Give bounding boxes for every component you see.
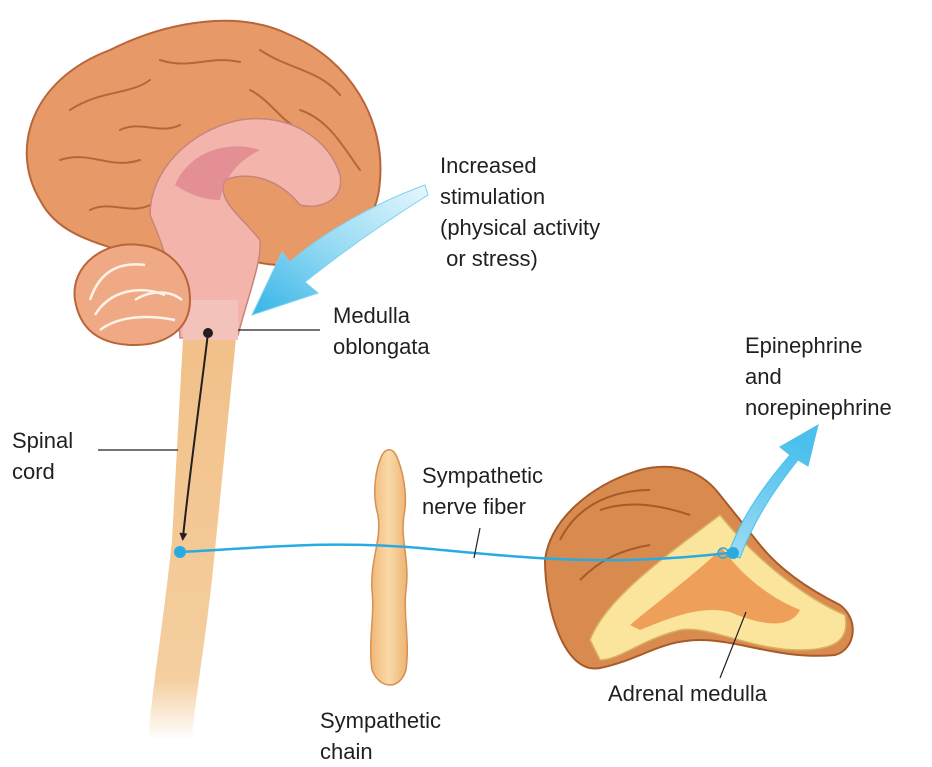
sympathetic-chain-shape: [371, 450, 408, 685]
adrenal-gland: [545, 467, 853, 669]
medulla-label-line: Medulla: [333, 300, 430, 331]
stimulus-label-line: Increased: [440, 150, 600, 181]
hormone-release-arrow: [728, 425, 818, 558]
stimulus-label-line: or stress): [440, 243, 600, 274]
hormones-label-line: norepinephrine: [745, 392, 892, 423]
stimulus-label: Increased stimulation (physical activity…: [440, 150, 600, 274]
chain-label-line: chain: [320, 736, 441, 767]
fiber-label-line: Sympathetic: [422, 460, 543, 491]
spinal-cord-label-line: Spinal: [12, 425, 73, 456]
sympathetic-fiber-label: Sympathetic nerve fiber: [422, 460, 543, 522]
medulla-oblongata-label: Medulla oblongata: [333, 300, 430, 362]
cerebellum: [75, 244, 190, 345]
spinal-cord: [148, 338, 236, 740]
adrenal-medulla-label: Adrenal medulla: [608, 678, 767, 709]
stimulus-label-line: stimulation: [440, 181, 600, 212]
spinal-cord-label-line: cord: [12, 456, 73, 487]
sympathetic-chain-label: Sympathetic chain: [320, 705, 441, 767]
medulla-label-line: oblongata: [333, 331, 430, 362]
hormones-label: Epinephrine and norepinephrine: [745, 330, 892, 423]
chain-label-line: Sympathetic: [320, 705, 441, 736]
hormones-label-line: Epinephrine: [745, 330, 892, 361]
stimulus-label-line: (physical activity: [440, 212, 600, 243]
spinal-synapse-dot: [174, 546, 186, 558]
fiber-label-line: nerve fiber: [422, 491, 543, 522]
adrenal-synapse-dot: [727, 547, 739, 559]
adrenal-medulla-label-text: Adrenal medulla: [608, 678, 767, 709]
spinal-cord-label: Spinal cord: [12, 425, 73, 487]
hormones-label-line: and: [745, 361, 892, 392]
